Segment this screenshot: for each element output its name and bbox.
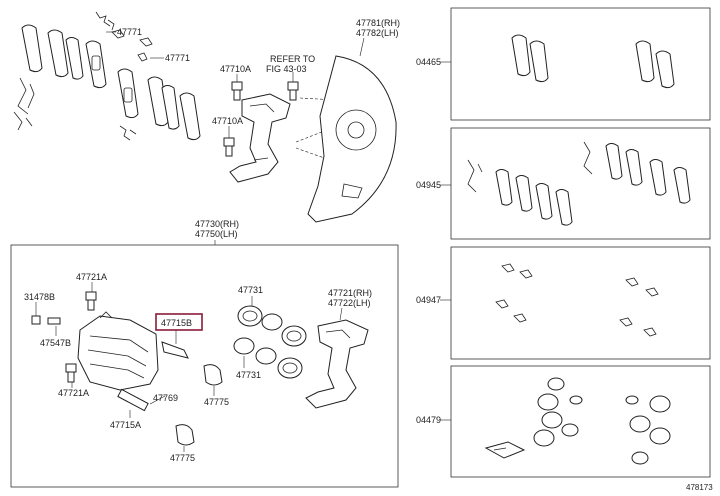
kit-04945-pads (467, 141, 691, 226)
label-47721a-top: 47721A (76, 272, 107, 282)
caliper-bracket-bottom (305, 307, 369, 409)
caliper-body (31, 282, 223, 452)
kit-box-04947 (450, 246, 711, 360)
label-04479[interactable]: 04479 (416, 415, 441, 425)
kit-04479-seals (484, 377, 671, 465)
label-47771-a: 47771 (117, 27, 142, 37)
label-refer-to: REFER TO (270, 54, 315, 64)
label-47721-rh: 47721(RH) (328, 288, 372, 298)
kit-04465-pads (511, 34, 675, 89)
kit-box-04465 (450, 7, 711, 121)
pistons-seals (233, 296, 307, 379)
pad-set-top-left (13, 11, 201, 141)
label-47731-a: 47731 (238, 285, 263, 295)
caliper-bracket-top (223, 72, 337, 183)
kit-box-04479 (450, 365, 711, 478)
label-47750-lh: 47750(LH) (195, 229, 238, 239)
label-47781-rh: 47781(RH) (356, 18, 400, 28)
label-47731-b: 47731 (236, 370, 261, 380)
label-refer-fig: FIG 43-03 (266, 64, 307, 74)
label-47710a-bottom: 47710A (212, 116, 243, 126)
label-04465[interactable]: 04465 (416, 57, 441, 67)
label-47782-lh: 47782(LH) (356, 28, 399, 38)
label-47710a-top: 47710A (220, 64, 251, 74)
label-04947[interactable]: 04947 (416, 295, 441, 305)
dust-shield (307, 37, 397, 223)
label-47547b: 47547B (40, 338, 71, 348)
highlight-frame-47715b (155, 313, 203, 331)
label-47769: 47769 (153, 393, 178, 403)
kit-04947-clips (495, 263, 659, 337)
label-31478b: 31478B (24, 292, 55, 302)
label-47775-b: 47775 (170, 453, 195, 463)
figure-number: 478173 (686, 483, 713, 492)
label-47771-b: 47771 (165, 53, 190, 63)
kit-box-04945 (450, 127, 711, 240)
label-04945[interactable]: 04945 (416, 180, 441, 190)
label-47775-a: 47775 (204, 397, 229, 407)
label-47715b-highlighted[interactable]: 47715B (161, 318, 192, 328)
label-47730-rh: 47730(RH) (195, 219, 239, 229)
label-47722-lh: 47722(LH) (328, 298, 371, 308)
label-47715a: 47715A (110, 420, 141, 430)
caliper-assembly-box (10, 244, 399, 488)
label-47721a-bottom: 47721A (58, 388, 89, 398)
